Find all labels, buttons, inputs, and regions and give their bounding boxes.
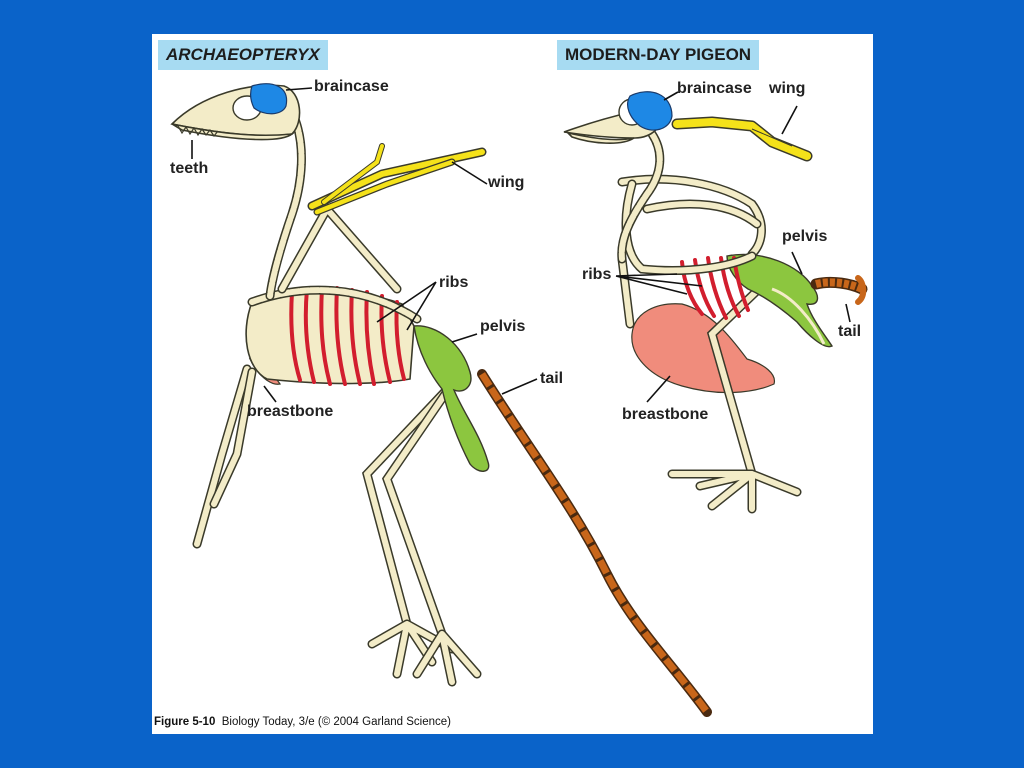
label-archaeopteryx-pelvis: pelvis (480, 318, 526, 335)
skeleton-illustration: .bone { fill: #f3ecc8; stroke: #3a3a2a; … (170, 83, 868, 717)
label-archaeopteryx-tail: tail (540, 370, 564, 387)
archaeopteryx-legs (362, 379, 482, 687)
label-archaeopteryx-teeth: teeth (170, 160, 209, 177)
archaeopteryx-arm (192, 364, 257, 549)
label-pigeon-pelvis: pelvis (782, 228, 828, 245)
figure-caption: Figure 5-10 Biology Today, 3/e (© 2004 G… (154, 716, 451, 728)
archaeopteryx-skull (170, 83, 301, 141)
pigeon-tail (810, 275, 868, 305)
pigeon-breastbone (631, 303, 775, 394)
pigeon-skeleton (563, 91, 868, 514)
label-pigeon-breastbone: breastbone (622, 406, 709, 423)
label-pigeon-braincase: braincase (677, 80, 752, 97)
pigeon-wing (671, 116, 813, 162)
label-pigeon-tail: tail (838, 323, 862, 340)
label-archaeopteryx-braincase: braincase (314, 78, 389, 95)
caption-figure-number: Figure 5-10 (154, 716, 216, 728)
label-pigeon-wing: wing (769, 80, 806, 97)
label-pigeon-ribs: ribs (582, 266, 612, 283)
archaeopteryx-title: ARCHAEOPTERYX (158, 40, 328, 70)
label-archaeopteryx-breastbone: breastbone (247, 403, 334, 420)
caption-source: Biology Today, 3/e (© 2004 Garland Scien… (221, 716, 451, 728)
archaeopteryx-tail (477, 369, 712, 717)
pigeon-braincase (627, 91, 673, 131)
archaeopteryx-pelvis (413, 325, 490, 472)
archaeopteryx-wing (307, 143, 487, 216)
figure-panel: .bone { fill: #f3ecc8; stroke: #3a3a2a; … (152, 34, 873, 734)
pigeon-pelvis (726, 253, 834, 348)
archaeopteryx-skeleton (170, 83, 712, 717)
pigeon-title: MODERN-DAY PIGEON (557, 40, 760, 70)
archaeopteryx-braincase (250, 83, 288, 115)
pigeon-skull (563, 91, 673, 144)
label-archaeopteryx-wing: wing (488, 174, 525, 191)
label-archaeopteryx-ribs: ribs (439, 274, 469, 291)
